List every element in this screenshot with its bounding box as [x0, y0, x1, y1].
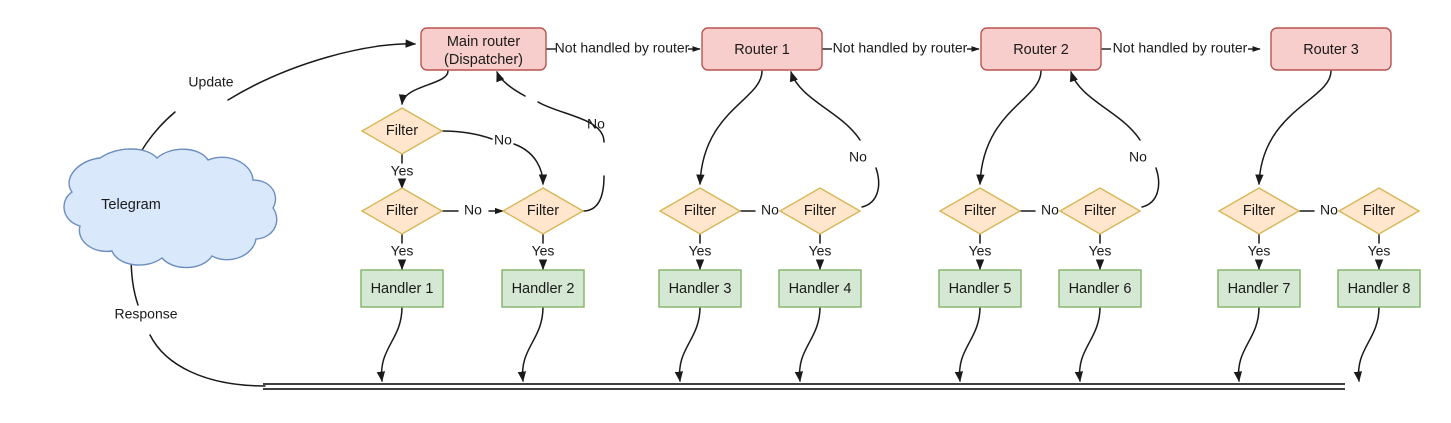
node-handler-2[interactable]: Handler 2: [501, 269, 585, 308]
main-router-box: [420, 27, 547, 71]
edge-label-no-filter5: No: [849, 149, 867, 165]
edge-handler5-to-bus: [954, 306, 981, 383]
handler-4-box: [778, 269, 862, 308]
edge-filter1-no-b: [513, 143, 548, 186]
handler-1-box: [360, 269, 444, 308]
filter-8-diamond: [1217, 187, 1301, 235]
edge-label-not-handled-1: Not handled by router: [555, 40, 690, 56]
edge-filter5-no-a: [861, 167, 880, 208]
edge-router2-to-filter6: [976, 70, 1042, 186]
edge-label-no-inline-2: No: [761, 202, 779, 218]
node-router-2[interactable]: Router 2: [980, 27, 1102, 71]
edge-handler7-to-bus: [1233, 306, 1260, 383]
handler-3-box: [658, 269, 742, 308]
cloud-shape-path: [63, 148, 278, 269]
router-2-box: [980, 27, 1102, 71]
edge-label-not-handled-3: Not handled by router: [1113, 40, 1248, 56]
edge-handler6-to-bus: [1074, 306, 1101, 383]
filter-7-diamond: [1058, 187, 1142, 235]
node-handler-3[interactable]: Handler 3: [658, 269, 742, 308]
node-handler-6[interactable]: Handler 6: [1058, 269, 1142, 308]
node-filter-2[interactable]: Filter: [501, 187, 585, 235]
router-1-box: [701, 27, 823, 71]
filter-1-diamond: [360, 107, 444, 155]
edge-filter1-no-a: [441, 130, 493, 140]
filter-4-diamond: [658, 187, 742, 235]
filter-5-diamond: [778, 187, 862, 235]
edge-label-yes-5: Yes: [809, 243, 832, 259]
edge-filter7-no-a: [1141, 167, 1160, 208]
handler-5-box: [938, 269, 1022, 308]
telegram-cloud[interactable]: Telegram: [63, 148, 278, 269]
edge-label-yes-1: Yes: [391, 163, 414, 179]
edge-router3-to-filter8: [1255, 70, 1332, 186]
node-handler-5[interactable]: Handler 5: [938, 269, 1022, 308]
edge-label-yes-4: Yes: [689, 243, 712, 259]
edge-label-yes-6: Yes: [969, 243, 992, 259]
edge-filter2-no-c: [496, 71, 526, 97]
edge-handler2-to-bus: [517, 306, 544, 383]
router-3-box: [1270, 27, 1392, 71]
edge-label-yes-2: Yes: [391, 243, 414, 259]
handler-6-box: [1058, 269, 1142, 308]
node-filter-7[interactable]: Filter: [1058, 187, 1142, 235]
edge-filter2-no-a: [582, 175, 605, 212]
handler-2-box: [501, 269, 585, 308]
edge-label-no-inline-1: No: [464, 202, 482, 218]
edge-label-yes-8: Yes: [1248, 243, 1271, 259]
edge-label-response: Response: [114, 306, 177, 322]
edge-filter5-no-b: [789, 71, 861, 141]
edge-filter2-no-b: [537, 101, 605, 143]
filter-3-diamond: [360, 187, 444, 235]
edge-label-not-handled-2: Not handled by router: [833, 40, 968, 56]
filter-2-diamond: [501, 187, 585, 235]
node-handler-4[interactable]: Handler 4: [778, 269, 862, 308]
edge-handler3-to-bus: [674, 306, 701, 383]
node-filter-9[interactable]: Filter: [1337, 187, 1421, 235]
node-handler-8[interactable]: Handler 8: [1337, 269, 1421, 308]
edge-label-no-filter7: No: [1129, 149, 1147, 165]
node-handler-7[interactable]: Handler 7: [1217, 269, 1301, 308]
node-router-3[interactable]: Router 3: [1270, 27, 1392, 71]
filter-6-diamond: [938, 187, 1022, 235]
edge-label-no-filter2: No: [587, 116, 605, 132]
node-filter-5[interactable]: Filter: [778, 187, 862, 235]
node-router-1[interactable]: Router 1: [701, 27, 823, 71]
node-filter-1[interactable]: Filter: [360, 107, 444, 155]
edge-handler8-to-bus: [1353, 306, 1380, 383]
edge-label-yes-7: Yes: [1089, 243, 1112, 259]
edge-router1-to-filter4: [696, 70, 763, 186]
edge-label-yes-9: Yes: [1368, 243, 1391, 259]
handler-7-box: [1217, 269, 1301, 308]
node-handler-1[interactable]: Handler 1: [360, 269, 444, 308]
edge-handler1-to-bus: [376, 306, 403, 383]
node-filter-6[interactable]: Filter: [938, 187, 1022, 235]
node-filter-4[interactable]: Filter: [658, 187, 742, 235]
edge-label-yes-3: Yes: [532, 243, 555, 259]
filter-9-diamond: [1337, 187, 1421, 235]
node-filter-8[interactable]: Filter: [1217, 187, 1301, 235]
edge-label-update: Update: [188, 74, 233, 90]
handler-8-box: [1337, 269, 1421, 308]
node-main-router[interactable]: Main router (Dispatcher): [420, 27, 547, 71]
edge-label-no-inline-4: No: [1320, 202, 1338, 218]
edge-label-no-filter1: No: [494, 132, 512, 148]
edge-update-b: [227, 39, 417, 101]
edge-mainrouter-to-filter1: [398, 70, 449, 106]
node-filter-3[interactable]: Filter: [360, 187, 444, 235]
edge-response-a: [149, 334, 266, 387]
edge-label-no-inline-3: No: [1041, 202, 1059, 218]
edge-handler4-to-bus: [794, 306, 821, 383]
edge-filter7-no-b: [1069, 71, 1141, 141]
